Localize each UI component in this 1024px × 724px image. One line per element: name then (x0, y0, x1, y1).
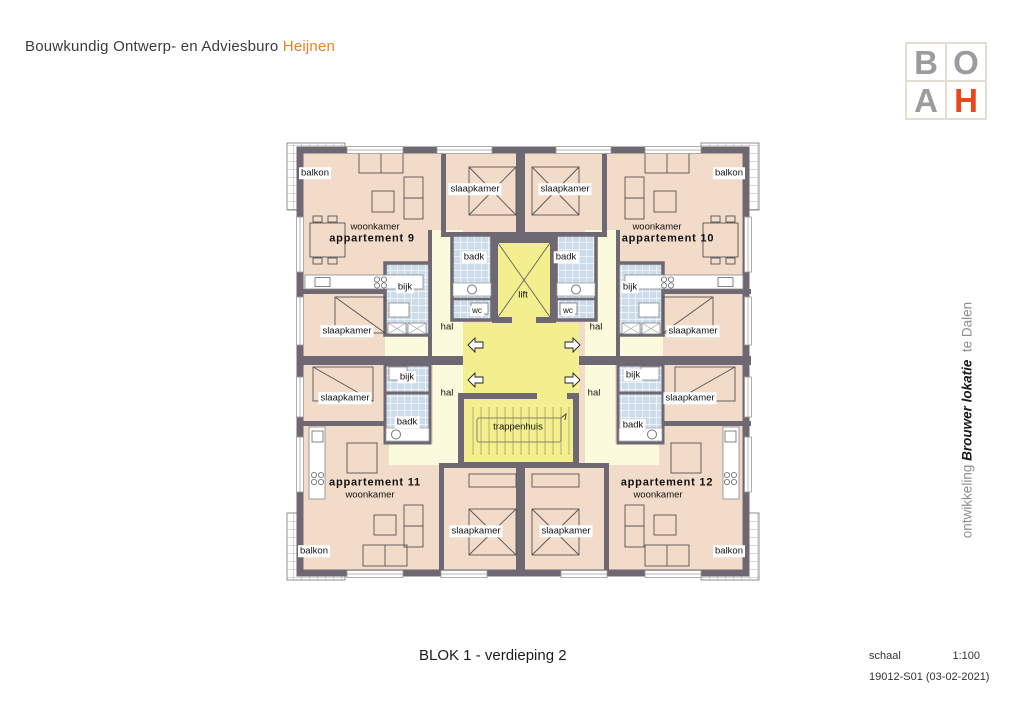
utility-top-right (616, 261, 665, 337)
label-bijk-br: bijk (623, 369, 643, 381)
label-hal-tr: hal (589, 321, 603, 333)
label-badk-tr: badk (553, 251, 579, 263)
label-hal-bl: hal (440, 387, 454, 399)
label-slaapkamer-bottom-left: slaapkamer (449, 525, 503, 537)
lift-shaft (492, 237, 556, 323)
label-slaapkamer-mid-right: slaapkamer (666, 325, 720, 337)
side-note-suffix: te Dalen (959, 301, 975, 353)
logo-letter-a: A (906, 81, 946, 119)
logo-letter-o: O (946, 43, 986, 81)
label-appartement-12: appartement 12 (620, 476, 714, 489)
label-badk-bl: badk (394, 416, 420, 428)
central-corridor (463, 323, 579, 400)
mid-walls (297, 356, 751, 365)
label-slaapkamer-bl-top: slaapkamer (318, 392, 372, 404)
label-hal-br: hal (587, 387, 601, 399)
utility-top-left (383, 261, 432, 337)
label-hal-tl: hal (440, 321, 454, 333)
label-bijk-tr: bijk (620, 281, 640, 293)
label-trappenhuis: trappenhuis (493, 421, 543, 433)
stairwell (458, 393, 579, 468)
floor-plan: balkon balkon balkon balkon slaapkamer s… (285, 137, 763, 587)
label-slaapkamer-top-left: slaapkamer (448, 183, 502, 195)
label-appartement-9: appartement 9 (329, 232, 415, 245)
label-slaapkamer-br-top: slaapkamer (663, 392, 717, 404)
company-name-accent: Heijnen (282, 38, 336, 55)
label-balkon-br: balkon (713, 545, 745, 557)
scale-label: schaal (869, 650, 901, 662)
label-bijk-tl: bijk (395, 281, 415, 293)
label-wc-right: wc (561, 306, 575, 316)
label-slaapkamer-bottom-right: slaapkamer (539, 525, 593, 537)
door-arrows (467, 336, 581, 389)
hall-areas (385, 230, 663, 465)
label-slaapkamer-top-right: slaapkamer (538, 183, 592, 195)
side-note-project: Brouwer lokatie (959, 359, 975, 461)
company-name: Bouwkundig Ontwerp- en Adviesburo (25, 38, 279, 55)
label-slaapkamer-mid-left: slaapkamer (320, 325, 374, 337)
label-woonkamer-apt9: woonkamer (350, 221, 400, 233)
label-wc-left: wc (470, 306, 484, 316)
label-woonkamer-apt12: woonkamer (633, 489, 683, 501)
label-balkon-tr: balkon (713, 167, 745, 179)
document-reference: 19012-S01 (03-02-2021) (869, 671, 990, 683)
label-woonkamer-apt11: woonkamer (345, 489, 395, 501)
utility-bottom-left (383, 363, 432, 445)
label-appartement-10: appartement 10 (621, 232, 715, 245)
scale-value: 1:100 (952, 650, 980, 662)
project-side-note: ontwikkeling Brouwer lokatie te Dalen (960, 302, 975, 538)
company-title: Bouwkundig Ontwerp- en Adviesburo Heijne… (25, 38, 335, 55)
label-badk-br: badk (620, 419, 646, 431)
label-badk-tl: badk (461, 251, 487, 263)
logo-letter-b: B (906, 43, 946, 81)
floor-plan-drawing (286, 142, 760, 581)
bathroom-top-right (554, 233, 598, 322)
drawing-title: BLOK 1 - verdieping 2 (419, 647, 567, 664)
label-balkon-tl: balkon (299, 167, 331, 179)
side-note-prefix: ontwikkeling (959, 464, 975, 539)
logo-boah: B O A H (905, 42, 987, 120)
label-woonkamer-apt10: woonkamer (632, 221, 682, 233)
label-bijk-bl: bijk (397, 371, 417, 383)
utility-bottom-right (616, 363, 665, 445)
logo-letter-h: H (946, 81, 986, 119)
label-balkon-bl: balkon (298, 545, 330, 557)
label-appartement-11: appartement 11 (329, 476, 421, 489)
windows (296, 146, 752, 578)
label-lift: lift (518, 289, 528, 301)
